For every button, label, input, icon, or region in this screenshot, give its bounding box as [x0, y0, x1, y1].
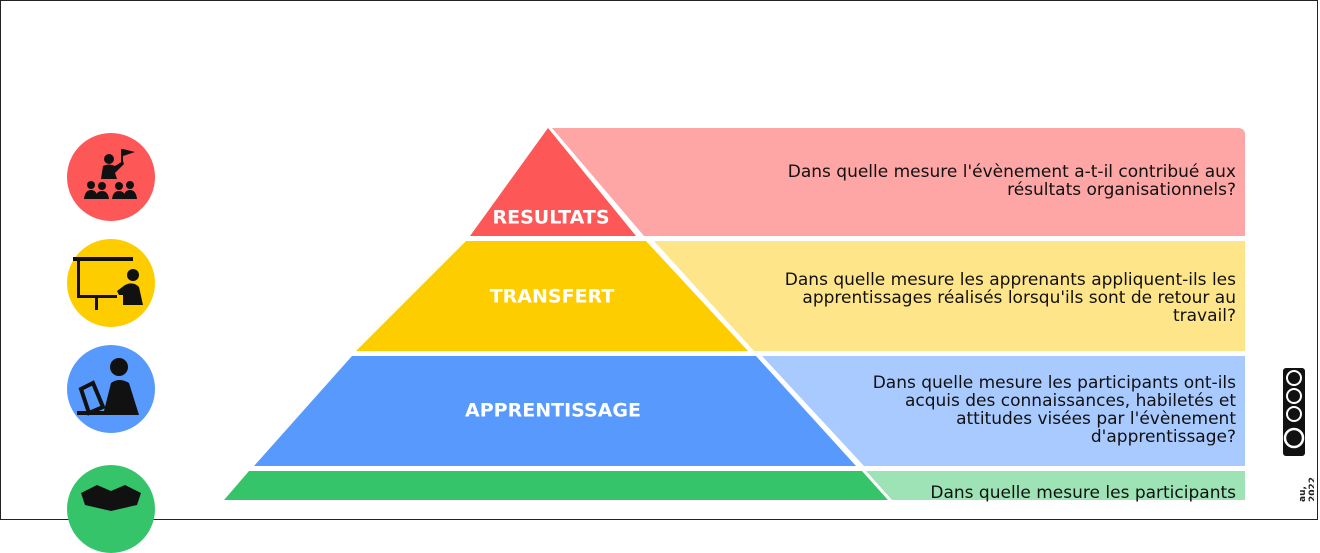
- question-transfert: Dans quelle mesure les apprenants appliq…: [784, 270, 1236, 326]
- tier-label-apprentissage: APPRENTISSAGE: [465, 400, 641, 422]
- presenter-board-icon: [67, 239, 155, 327]
- leader-flag-audience-icon: [67, 133, 155, 221]
- question-level-4: Dans quelle mesure les participants: [930, 483, 1236, 503]
- panel-apprentissage: [762, 356, 1245, 466]
- handshake-icon: [67, 465, 155, 553]
- creative-commons-license-icon: [1283, 368, 1305, 456]
- panel-resultats: [552, 128, 1245, 236]
- pyramid-diagram: RESULTATS TRANSFERT APPRENTISSAGE: [224, 128, 1245, 500]
- pyramid-tier-apprentissage: [254, 356, 856, 466]
- panel-transfert: [654, 241, 1245, 351]
- pyramid-tier-resultats: [470, 128, 636, 236]
- panel-level-4: [866, 471, 1245, 500]
- pyramid-tier-level-4: [224, 471, 888, 500]
- learner-laptop-icon: [67, 345, 155, 433]
- credit-text: au, 2022: [1298, 476, 1314, 502]
- tier-label-resultats: RESULTATS: [492, 207, 609, 229]
- question-resultats: Dans quelle mesure l'évènement a-t-il co…: [787, 162, 1236, 200]
- pyramid-tier-transfert: [356, 241, 748, 351]
- tier-label-transfert: TRANSFERT: [490, 286, 615, 308]
- question-apprentissage: Dans quelle mesure les participants ont-…: [872, 373, 1236, 447]
